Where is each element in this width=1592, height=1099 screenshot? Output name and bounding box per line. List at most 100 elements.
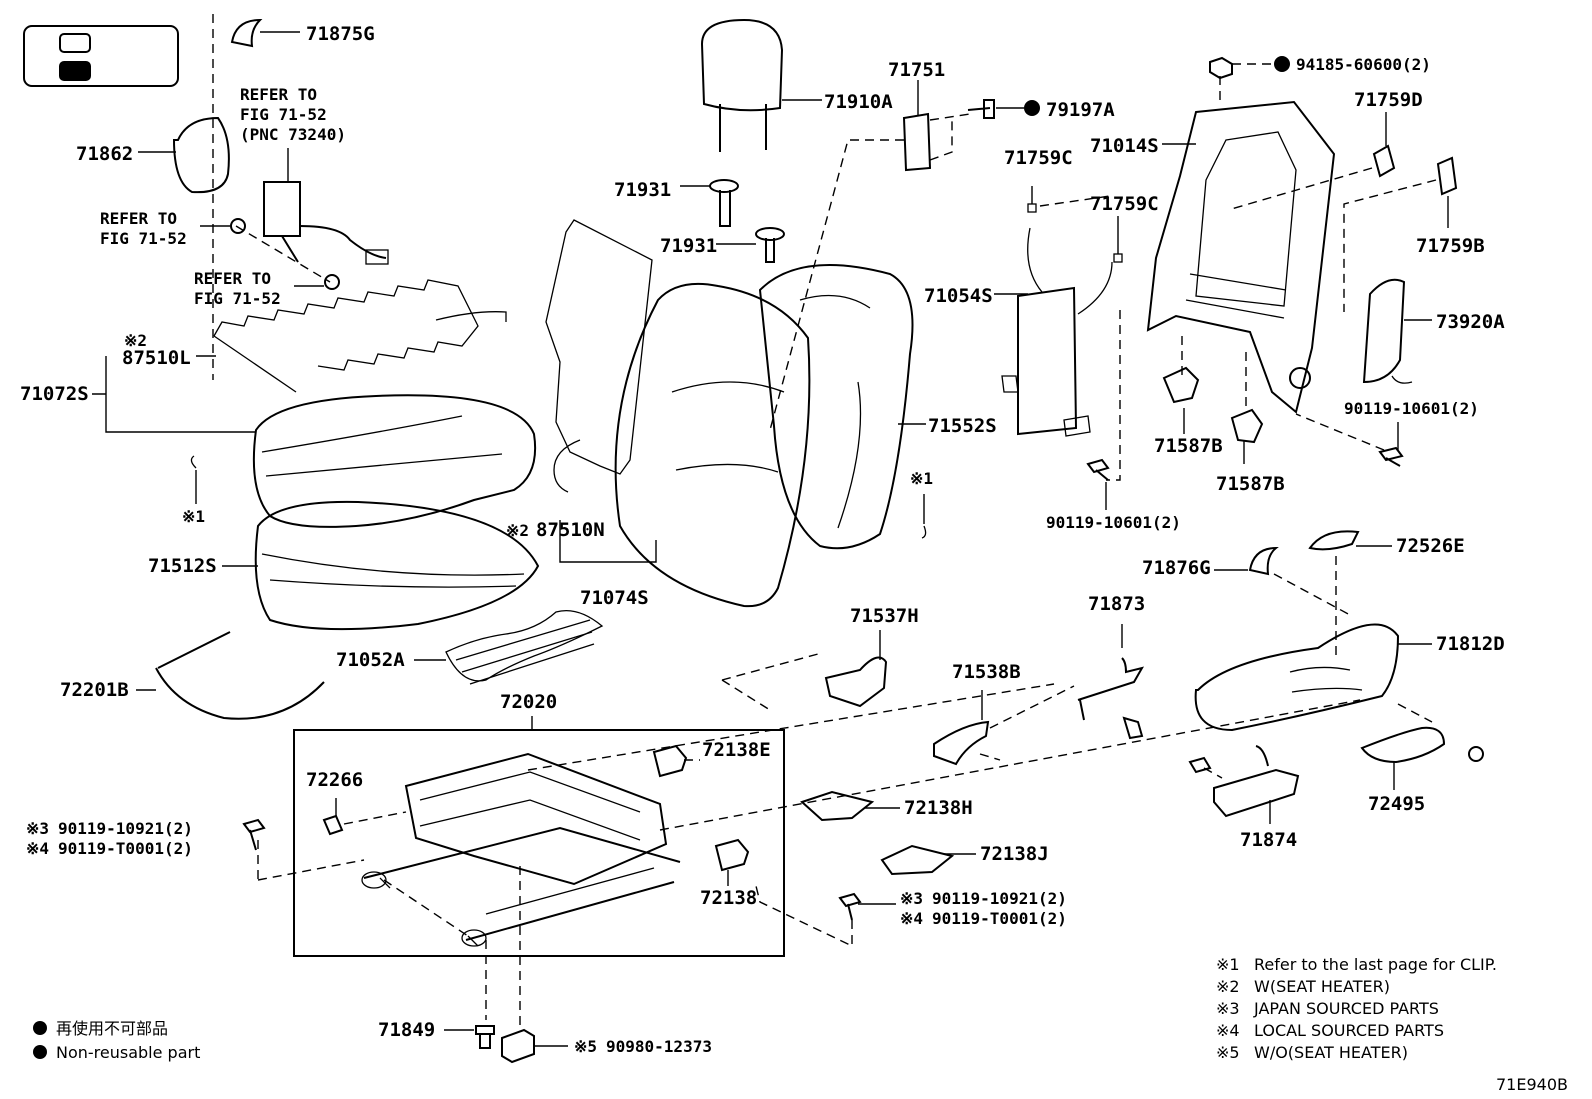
label-72526E: 72526E [1396, 535, 1465, 557]
refer-a-line3: (PNC 73240) [240, 125, 346, 144]
refer-b-line2: FIG 71-52 [100, 229, 187, 248]
footnote-mark: ※1 [1216, 955, 1240, 974]
bracket-71751 [769, 80, 971, 431]
clip-mark-right [921, 494, 927, 539]
non-reusable-dot-icon [33, 1021, 47, 1035]
headrest-guide-71931 [680, 179, 785, 263]
label-90119-10601-b: 90119-10601(2) [1046, 513, 1181, 532]
label-72138H: 72138H [904, 797, 973, 819]
seat-cushion-pad-71512S [222, 500, 540, 631]
legend-non-reusable-jp: 再使用不可部品 [56, 1019, 168, 1038]
label-90119-T0001-right: 90119-T0001(2) [932, 909, 1067, 928]
label-71874: 71874 [1240, 829, 1297, 851]
bolt-71849 [444, 1025, 495, 1049]
lumbar-support-71054S [994, 227, 1121, 481]
bolt-90119-10601-center [1086, 458, 1110, 510]
label-71759B: 71759B [1416, 235, 1485, 257]
bolt-left-90119 [242, 818, 266, 851]
seat-back-cover-71074S [614, 282, 811, 608]
label-71512S: 71512S [148, 555, 217, 577]
cover-71876G [1214, 546, 1353, 617]
part-labels: 71875G 71862 71910A 71751 79197A 94185-6… [20, 23, 1505, 1041]
footnote-text: Refer to the last page for CLIP. [1254, 955, 1497, 974]
headrest-71910A [700, 18, 822, 152]
label-72201B: 72201B [60, 679, 129, 701]
bracket-71874 [1188, 745, 1300, 824]
seat-heater-87510N [545, 219, 657, 563]
cover-72138H [800, 790, 900, 822]
seat-back-pad-71552S [758, 264, 926, 550]
label-71538B: 71538B [952, 661, 1021, 683]
seat-back-frame-71014S [1146, 100, 1336, 414]
cover-71538B [933, 685, 1075, 766]
refer-c-line1: REFER TO [194, 269, 271, 288]
refer-c-line2: FIG 71-52 [194, 289, 281, 308]
clip-71759D [1227, 112, 1396, 211]
clip-mark-left [190, 455, 197, 504]
bolt-94185 [1209, 56, 1290, 106]
seat-cushion-cover-71072S [92, 356, 537, 528]
footnote-text: W(SEAT HEATER) [1254, 977, 1390, 996]
label-71587B-a: 71587B [1154, 435, 1223, 457]
diagram-code: 71E940B [1496, 1075, 1568, 1094]
label-72495: 72495 [1368, 793, 1425, 815]
label-90980-12373: 90980-12373 [606, 1037, 712, 1056]
refer-a-line2: FIG 71-52 [240, 105, 327, 124]
label-71052A: 71052A [336, 649, 405, 671]
legend-non-reusable-en: Non-reusable part [56, 1043, 200, 1062]
label-71072S: 71072S [20, 383, 89, 405]
label-71587B-b: 71587B [1216, 473, 1285, 495]
screw-79197A [967, 99, 1040, 119]
seat-springs-71052A [414, 609, 604, 685]
label-71054S: 71054S [924, 285, 993, 307]
label-71931-b: 71931 [660, 235, 717, 257]
label-71751: 71751 [888, 59, 945, 81]
label-90119-T0001-left: 90119-T0001(2) [58, 839, 193, 858]
seat-side-indicator [23, 25, 179, 87]
label-71552S: 71552S [928, 415, 997, 437]
label-71759C-a: 71759C [1004, 147, 1073, 169]
bracket-71873 [1077, 624, 1145, 740]
mark-ref3-right: ※3 [900, 889, 923, 908]
footnote-text: W/O(SEAT HEATER) [1254, 1043, 1408, 1062]
dashed-guide-lines [527, 683, 1361, 831]
cover-72138J [880, 844, 976, 876]
legend: 再使用不可部品 Non-reusable part [56, 1019, 200, 1062]
mark-ref2-87510L: ※2 [124, 331, 147, 350]
seat-adjuster-assembly-72020 [257, 716, 785, 1028]
label-94185: 94185-60600(2) [1296, 55, 1431, 74]
label-71849: 71849 [378, 1019, 435, 1041]
label-72020: 72020 [500, 691, 557, 713]
label-72138E: 72138E [702, 739, 771, 761]
label-71074S: 71074S [580, 587, 649, 609]
reference-marks: ※2 ※1 ※1 ※2 ※3 90119-10921(2) ※4 90119-T… [26, 331, 1067, 1056]
footnote-mark: ※5 [1216, 1043, 1240, 1062]
label-71876G: 71876G [1142, 557, 1211, 579]
footnote-text: JAPAN SOURCED PARTS [1253, 999, 1439, 1018]
mark-ref1-left: ※1 [182, 507, 205, 526]
label-90119-10921-left: 90119-10921(2) [58, 819, 193, 838]
seat-belt-buckle [200, 148, 389, 290]
bolt-right-90119 [755, 885, 896, 948]
footnote-mark: ※4 [1216, 1021, 1240, 1040]
label-71759D: 71759D [1354, 89, 1423, 111]
footnotes: ※1 Refer to the last page for CLIP. ※2 W… [1216, 955, 1497, 1062]
label-87510N: 87510N [536, 519, 605, 541]
label-87510L: 87510L [122, 347, 191, 369]
clip-71587B [1162, 336, 1264, 464]
refer-notes: REFER TO FIG 71-52 (PNC 73240) REFER TO … [100, 85, 346, 308]
refer-a-line1: REFER TO [240, 85, 317, 104]
label-79197A: 79197A [1046, 99, 1115, 121]
mark-ref2-87510N: ※2 [506, 521, 529, 540]
bracket-71537H [721, 630, 888, 711]
label-73920A: 73920A [1436, 311, 1505, 333]
seat-heater-87510L [196, 279, 507, 393]
part-71862-cover [138, 116, 230, 194]
label-71862: 71862 [76, 143, 133, 165]
side-airbag-73920A [1362, 278, 1432, 384]
cover-72526E [1308, 530, 1392, 660]
wire-71759C [1027, 186, 1123, 263]
mark-ref3-left: ※3 [26, 819, 49, 838]
label-71537H: 71537H [850, 605, 919, 627]
